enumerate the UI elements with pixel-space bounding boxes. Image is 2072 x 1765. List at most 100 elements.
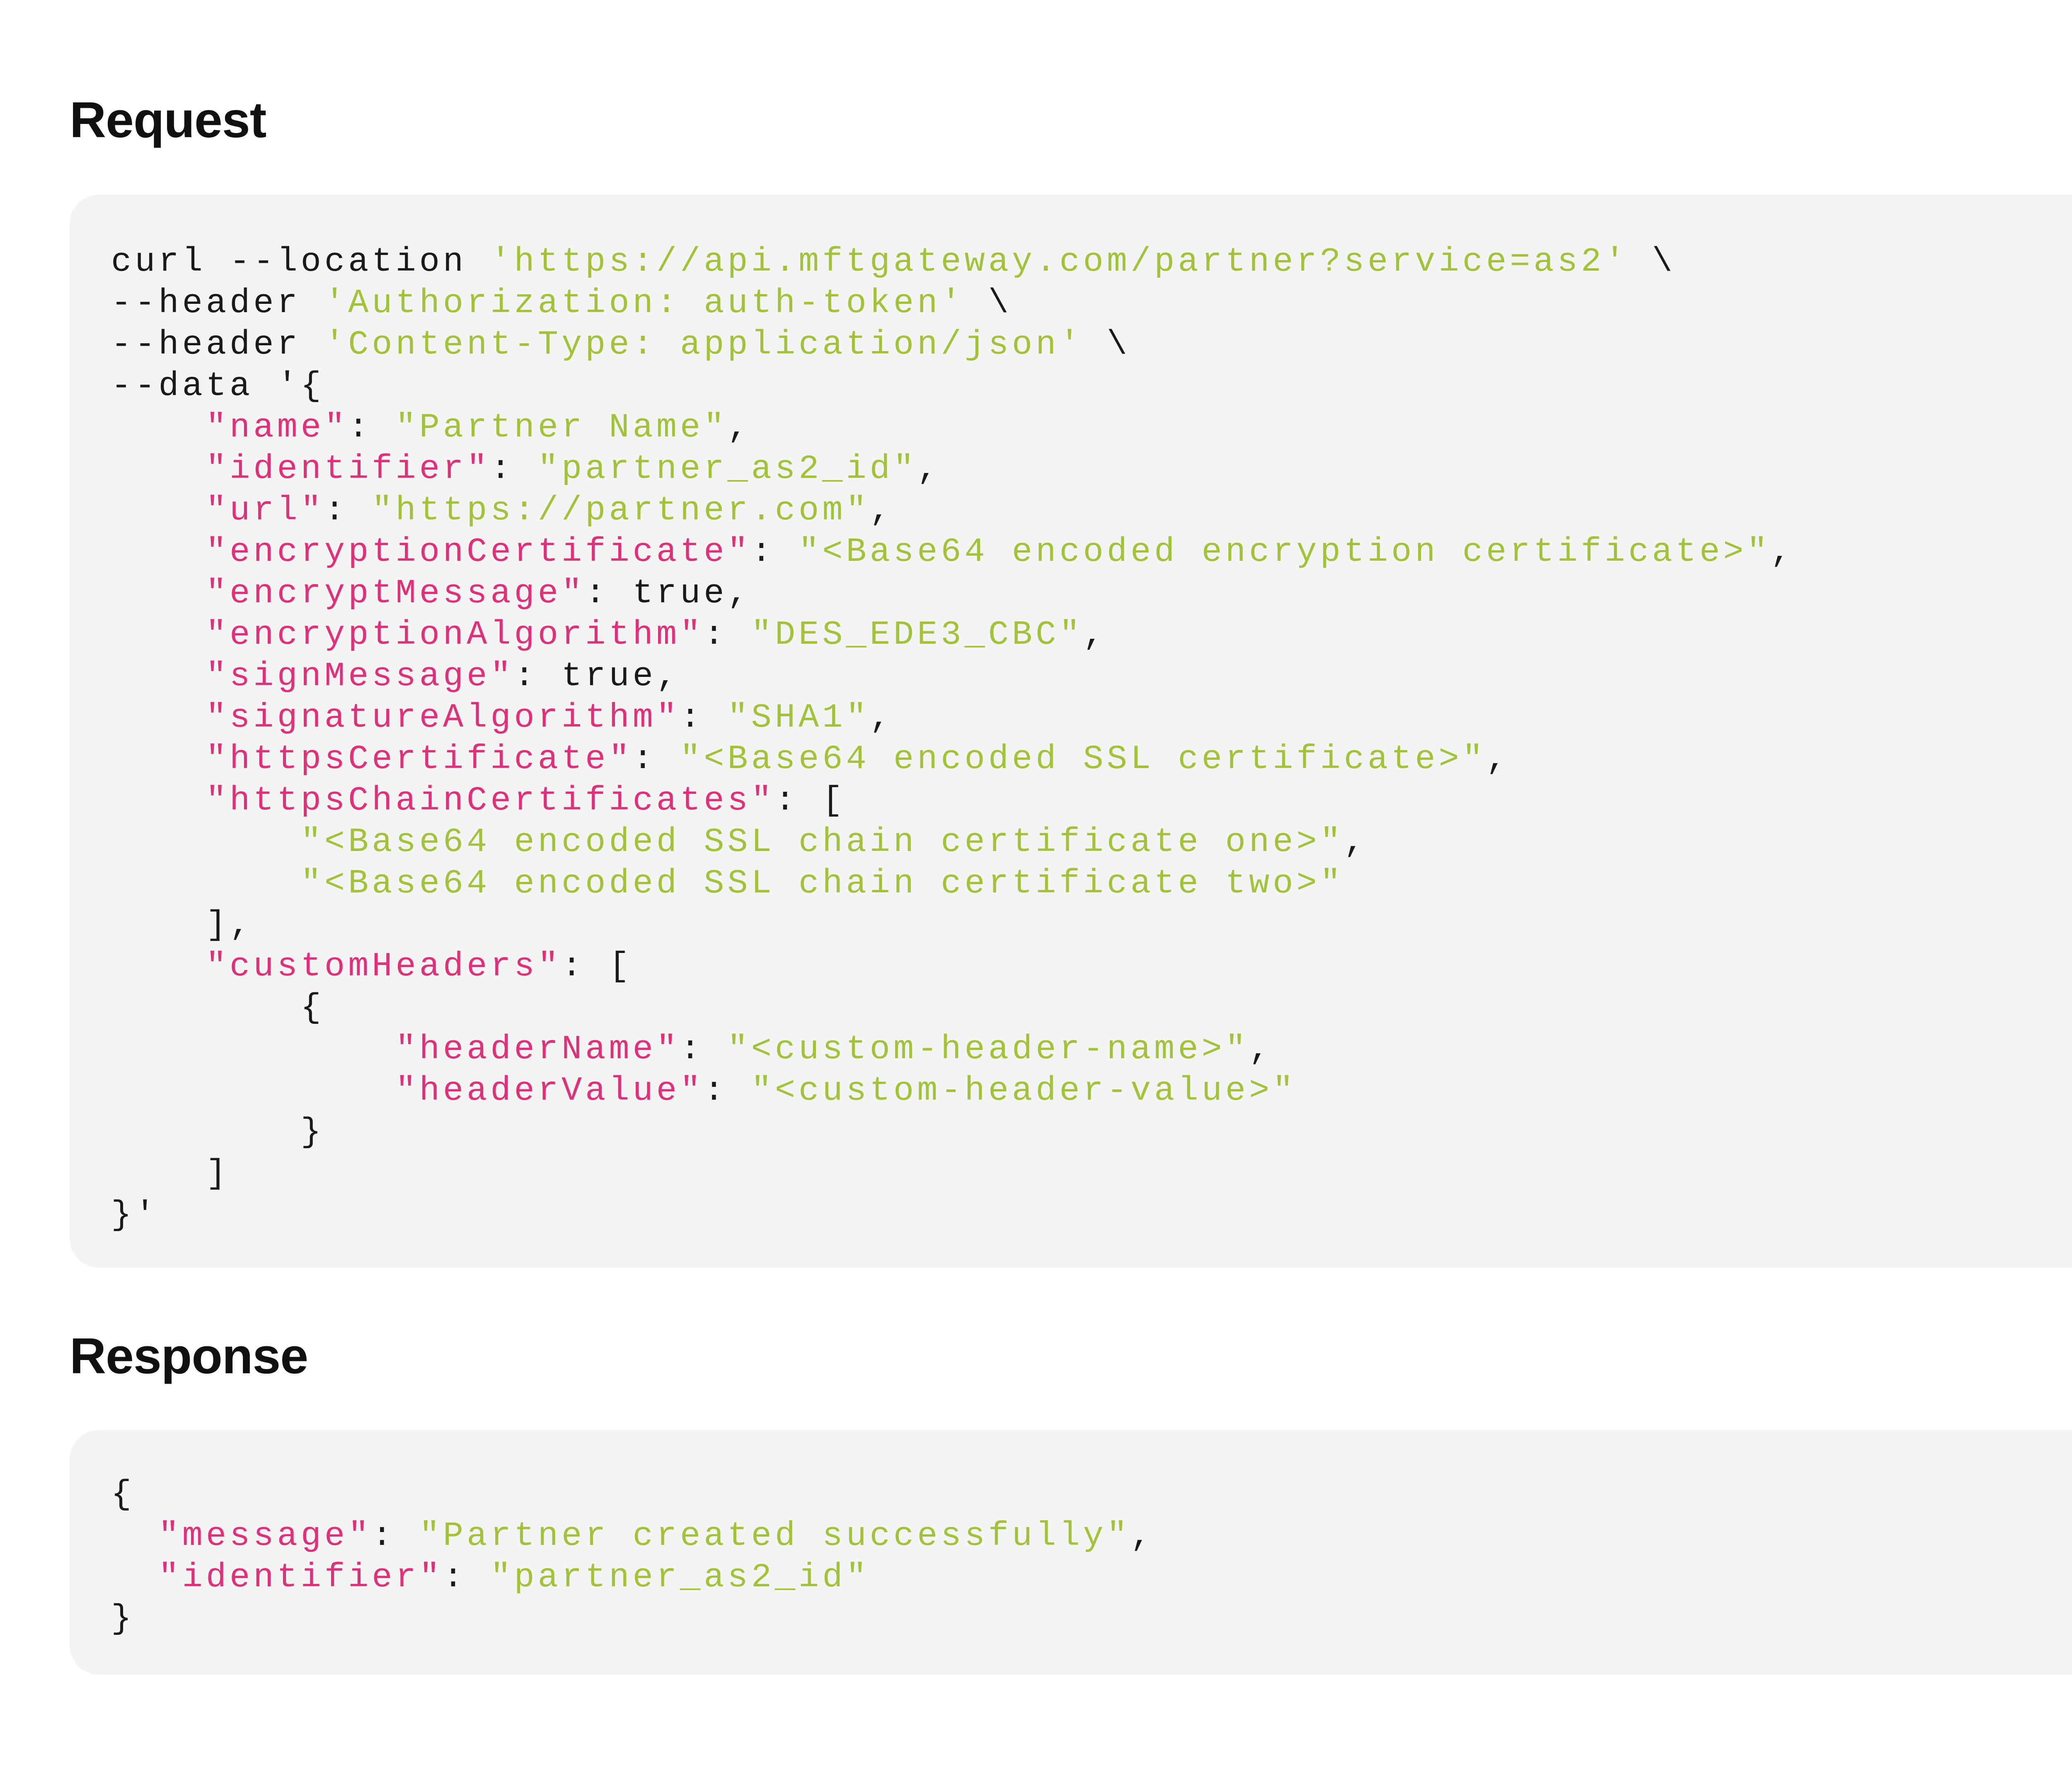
code-text: curl --location — [111, 242, 491, 281]
code-text — [111, 1030, 396, 1069]
code-string: "partner_as2_id" — [537, 450, 917, 488]
code-line: ], — [111, 904, 2072, 946]
code-key: "name" — [206, 408, 349, 447]
code-line: "encryptionCertificate": "<Base64 encode… — [111, 531, 2072, 573]
code-text — [111, 491, 206, 530]
code-text: , — [917, 450, 941, 488]
response-code: { "message": "Partner created successful… — [111, 1474, 2072, 1640]
code-string: "Partner Name" — [395, 408, 728, 447]
code-text: , — [727, 408, 751, 447]
code-text: : — [751, 533, 799, 571]
code-key: "httpsCertificate" — [206, 740, 633, 778]
code-string: "https://partner.com" — [372, 491, 870, 530]
code-text: ] — [111, 1154, 230, 1193]
code-text — [111, 574, 206, 613]
code-text: : — [680, 698, 728, 737]
code-text: : — [372, 1517, 419, 1555]
code-text: : — [704, 1072, 751, 1110]
code-text: --header — [111, 284, 324, 322]
code-text: } — [111, 1113, 324, 1152]
code-string: "<custom-header-name>" — [727, 1030, 1249, 1069]
code-text: : — [680, 1030, 728, 1069]
code-text: : true, — [585, 574, 751, 613]
code-key: "headerValue" — [395, 1072, 704, 1110]
code-key: "message" — [158, 1517, 372, 1555]
code-key: "headerName" — [395, 1030, 680, 1069]
code-key: "identifier" — [206, 450, 491, 488]
code-line: }' — [111, 1195, 2072, 1236]
request-code-block[interactable]: curl --location 'https://api.mftgateway.… — [70, 195, 2072, 1268]
code-line: "identifier": "partner_as2_id", — [111, 449, 2072, 490]
code-string: "Partner created successfully" — [419, 1517, 1130, 1555]
code-text: }' — [111, 1196, 159, 1234]
code-text: : — [632, 740, 680, 778]
code-key: "encryptionCertificate" — [206, 533, 751, 571]
code-text: , — [1130, 1517, 1155, 1555]
code-text: , — [1486, 740, 1510, 778]
code-text: : [ — [775, 781, 846, 820]
code-text: , — [1249, 1030, 1273, 1069]
code-text — [111, 1558, 158, 1597]
code-text — [111, 616, 206, 654]
code-line: "signatureAlgorithm": "SHA1", — [111, 697, 2072, 739]
code-text: , — [869, 698, 893, 737]
code-text: } — [111, 1600, 135, 1638]
code-line: "headerValue": "<custom-header-value>" — [111, 1070, 2072, 1112]
code-text: : [ — [561, 947, 633, 986]
response-heading: Response — [70, 1328, 308, 1384]
code-string: "partner_as2_id" — [490, 1558, 870, 1597]
code-text — [111, 864, 301, 903]
code-line: "httpsChainCertificates": [ — [111, 780, 2072, 822]
code-text — [111, 823, 301, 861]
code-line: curl --location 'https://api.mftgateway.… — [111, 241, 2072, 283]
code-string: "<Base64 encoded SSL certificate>" — [680, 740, 1486, 778]
request-code: curl --location 'https://api.mftgateway.… — [111, 241, 2072, 1236]
response-code-block[interactable]: { "message": "Partner created successful… — [70, 1430, 2072, 1675]
code-text — [111, 1517, 158, 1555]
code-text — [111, 533, 206, 571]
code-line: } — [111, 1112, 2072, 1153]
code-text: : — [704, 616, 751, 654]
code-line: "name": "Partner Name", — [111, 407, 2072, 449]
code-line: { — [111, 1474, 2072, 1515]
code-text: , — [1343, 823, 1368, 861]
code-text — [111, 1072, 396, 1110]
code-text: \ — [964, 284, 1012, 322]
code-line: --header 'Content-Type: application/json… — [111, 324, 2072, 366]
code-line: "encryptMessage": true, — [111, 573, 2072, 614]
code-line: "httpsCertificate": "<Base64 encoded SSL… — [111, 739, 2072, 780]
code-string: "DES_EDE3_CBC" — [751, 616, 1083, 654]
code-string: 'https://api.mftgateway.com/partner?serv… — [490, 242, 1629, 281]
code-text: : true, — [514, 657, 680, 696]
code-text — [111, 408, 206, 447]
code-text: { — [111, 989, 324, 1027]
code-string: "<Base64 encoded encryption certificate>… — [799, 533, 1771, 571]
code-text: , — [869, 491, 893, 530]
code-line: "url": "https://partner.com", — [111, 490, 2072, 531]
code-string: "SHA1" — [727, 698, 870, 737]
code-line: --header 'Authorization: auth-token' \ — [111, 283, 2072, 324]
code-line: "message": "Partner created successfully… — [111, 1515, 2072, 1557]
code-text: \ — [1083, 325, 1130, 364]
code-text: \ — [1628, 242, 1676, 281]
code-string: 'Content-Type: application/json' — [324, 325, 1083, 364]
code-line: "<Base64 encoded SSL chain certificate t… — [111, 863, 2072, 904]
code-line: ] — [111, 1153, 2072, 1195]
code-text: --header — [111, 325, 324, 364]
code-key: "identifier" — [158, 1558, 443, 1597]
code-text: : — [443, 1558, 491, 1597]
code-line: } — [111, 1598, 2072, 1640]
request-heading: Request — [70, 92, 266, 148]
code-line: "headerName": "<custom-header-name>", — [111, 1029, 2072, 1070]
code-string: "<Base64 encoded SSL chain certificate t… — [300, 864, 1344, 903]
code-text — [111, 947, 206, 986]
code-text — [111, 450, 206, 488]
code-text — [111, 698, 206, 737]
code-text: ], — [111, 906, 254, 944]
code-line: "<Base64 encoded SSL chain certificate o… — [111, 822, 2072, 863]
code-line: "identifier": "partner_as2_id" — [111, 1557, 2072, 1598]
code-key: "url" — [206, 491, 324, 530]
code-text: --data '{ — [111, 367, 324, 405]
code-string: 'Authorization: auth-token' — [324, 284, 965, 322]
code-string: "<Base64 encoded SSL chain certificate o… — [300, 823, 1344, 861]
